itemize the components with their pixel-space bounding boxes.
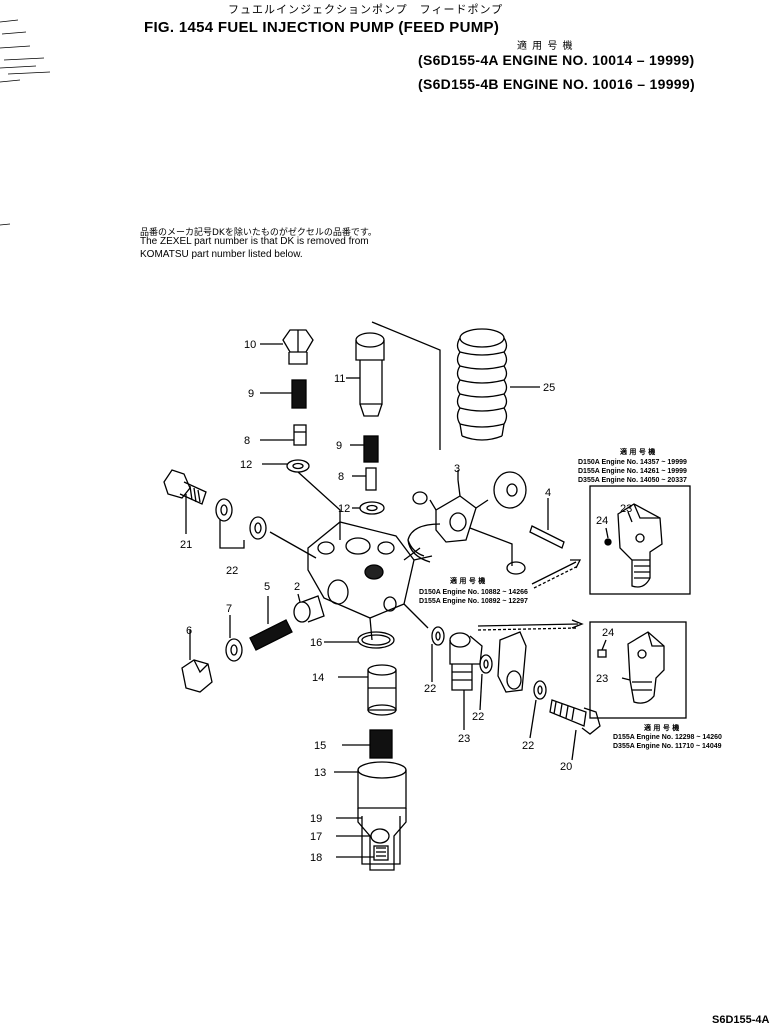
callout-14: 14 xyxy=(312,672,324,684)
part-10-hex-plug xyxy=(260,329,314,365)
callout-22d: 22 xyxy=(522,740,534,752)
callout-25: 25 xyxy=(543,382,555,394)
title-japanese: フュエルインジェクションポンプ フィードポンプ xyxy=(228,3,504,16)
mid-note-label: 適 用 号 機 xyxy=(450,577,486,585)
scan-speckle xyxy=(0,19,51,226)
callout-23-box-bottom: 23 xyxy=(596,673,608,685)
box-top-line-1: D150A Engine No. 14357 ~ 19999 xyxy=(578,459,687,466)
part-5-spring xyxy=(249,596,293,651)
applicable-label-japanese: 適 用 号 機 xyxy=(517,41,574,52)
note-line-2: KOMATSU part number listed below. xyxy=(140,249,303,260)
callout-19: 19 xyxy=(310,813,322,825)
callout-8a: 8 xyxy=(244,435,250,447)
box-bottom-line-2: D355A Engine No. 11710 ~ 14049 xyxy=(613,743,722,750)
snap-ring xyxy=(407,523,441,563)
callout-11: 11 xyxy=(334,373,345,385)
box-top-line-3: D355A Engine No. 14050 ~ 20337 xyxy=(578,477,687,484)
note-japanese: 品番のメーカ記号DKを除いたものがゼクセルの品番です。 xyxy=(140,228,377,238)
callout-12b: 12 xyxy=(338,503,350,515)
part-6-plug xyxy=(181,630,213,693)
callout-23: 23 xyxy=(458,733,470,745)
callout-24-box-bottom: 24 xyxy=(602,627,614,639)
callout-5: 5 xyxy=(264,581,270,593)
callout-22b: 22 xyxy=(424,683,436,695)
callout-9b: 9 xyxy=(336,440,342,452)
callout-2: 2 xyxy=(294,581,300,593)
part-20-banjo-bolt xyxy=(549,699,601,761)
mid-note-line-2: D155A Engine No. 10892 ~ 12297 xyxy=(419,598,528,605)
part-18-strainer xyxy=(336,845,389,861)
mid-note-line-1: D150A Engine No. 10882 ~ 14266 xyxy=(419,589,528,596)
callout-6: 6 xyxy=(186,625,192,637)
callout-4: 4 xyxy=(545,487,551,499)
part-8-valve-b xyxy=(352,467,377,491)
callout-7: 7 xyxy=(226,603,232,615)
part-9-spring-a xyxy=(260,379,307,409)
callout-21: 21 xyxy=(180,539,192,551)
callout-labels: 10 11 25 9 8 12 9 8 12 3 4 21 22 5 2 7 6… xyxy=(180,339,632,864)
note-line-1: The ZEXEL part number is that DK is remo… xyxy=(140,236,369,247)
part-25-bellows-boot xyxy=(456,328,540,441)
part-22-washer-right-c xyxy=(529,680,547,739)
engine-range-a: (S6D155-4A ENGINE NO. 10014 – 19999) xyxy=(418,52,695,68)
part-19-retainer xyxy=(336,808,407,871)
box-bottom-line-1: D155A Engine No. 12298 ~ 14260 xyxy=(613,734,722,741)
callout-8b: 8 xyxy=(338,471,344,483)
part-14-piston xyxy=(338,664,397,716)
footer-code: S6D155-4A xyxy=(712,1014,770,1026)
callout-22a: 22 xyxy=(226,565,238,577)
part-11-holder xyxy=(346,321,441,450)
part-22-washers-left xyxy=(215,498,317,559)
engine-range-b: (S6D155-4B ENGINE NO. 10016 – 19999) xyxy=(418,76,695,92)
part-2-plunger xyxy=(293,593,325,623)
part-16-o-ring xyxy=(324,631,395,649)
part-13-cylinder xyxy=(334,761,407,809)
part-3-cover xyxy=(412,470,527,575)
box-top-line-2: D155A Engine No. 14261 ~ 19999 xyxy=(578,468,687,475)
part-15-spring xyxy=(342,729,393,759)
box-bottom-label: 適 用 号 機 xyxy=(644,724,680,732)
callout-9a: 9 xyxy=(248,388,254,400)
callout-15: 15 xyxy=(314,740,326,752)
callout-3: 3 xyxy=(454,463,460,475)
callout-22c: 22 xyxy=(472,711,484,723)
pump-body xyxy=(307,521,433,641)
part-17-ball xyxy=(336,828,390,844)
callout-24-box-top: 24 xyxy=(596,515,608,527)
part-7-washer xyxy=(225,615,243,662)
callout-10: 10 xyxy=(244,339,256,351)
callout-18: 18 xyxy=(310,852,322,864)
part-8-valve-a xyxy=(260,424,307,446)
part-22-washer-right-b xyxy=(479,654,493,711)
box-top-label: 適 用 号 機 xyxy=(620,448,656,456)
part-12-washer-b xyxy=(352,501,385,515)
callout-23-box-top: 23 xyxy=(620,503,632,515)
callout-17: 17 xyxy=(310,831,322,843)
part-9-spring-b xyxy=(350,435,379,463)
part-4-pin xyxy=(529,498,565,549)
callout-13: 13 xyxy=(314,767,326,779)
part-21-banjo-bolt xyxy=(163,469,207,534)
callout-16: 16 xyxy=(310,637,322,649)
figure-title: FIG. 1454 FUEL INJECTION PUMP (FEED PUMP… xyxy=(144,19,500,36)
inset-box-bottom xyxy=(589,621,687,719)
part-23-elbow-right xyxy=(497,631,527,693)
part-22-washer-right-a xyxy=(431,626,445,682)
callout-12a: 12 xyxy=(240,459,252,471)
part-12-washer-a xyxy=(262,459,341,540)
reference-arrows xyxy=(477,559,584,631)
callout-20: 20 xyxy=(560,761,572,773)
inset-box-top xyxy=(589,485,691,595)
